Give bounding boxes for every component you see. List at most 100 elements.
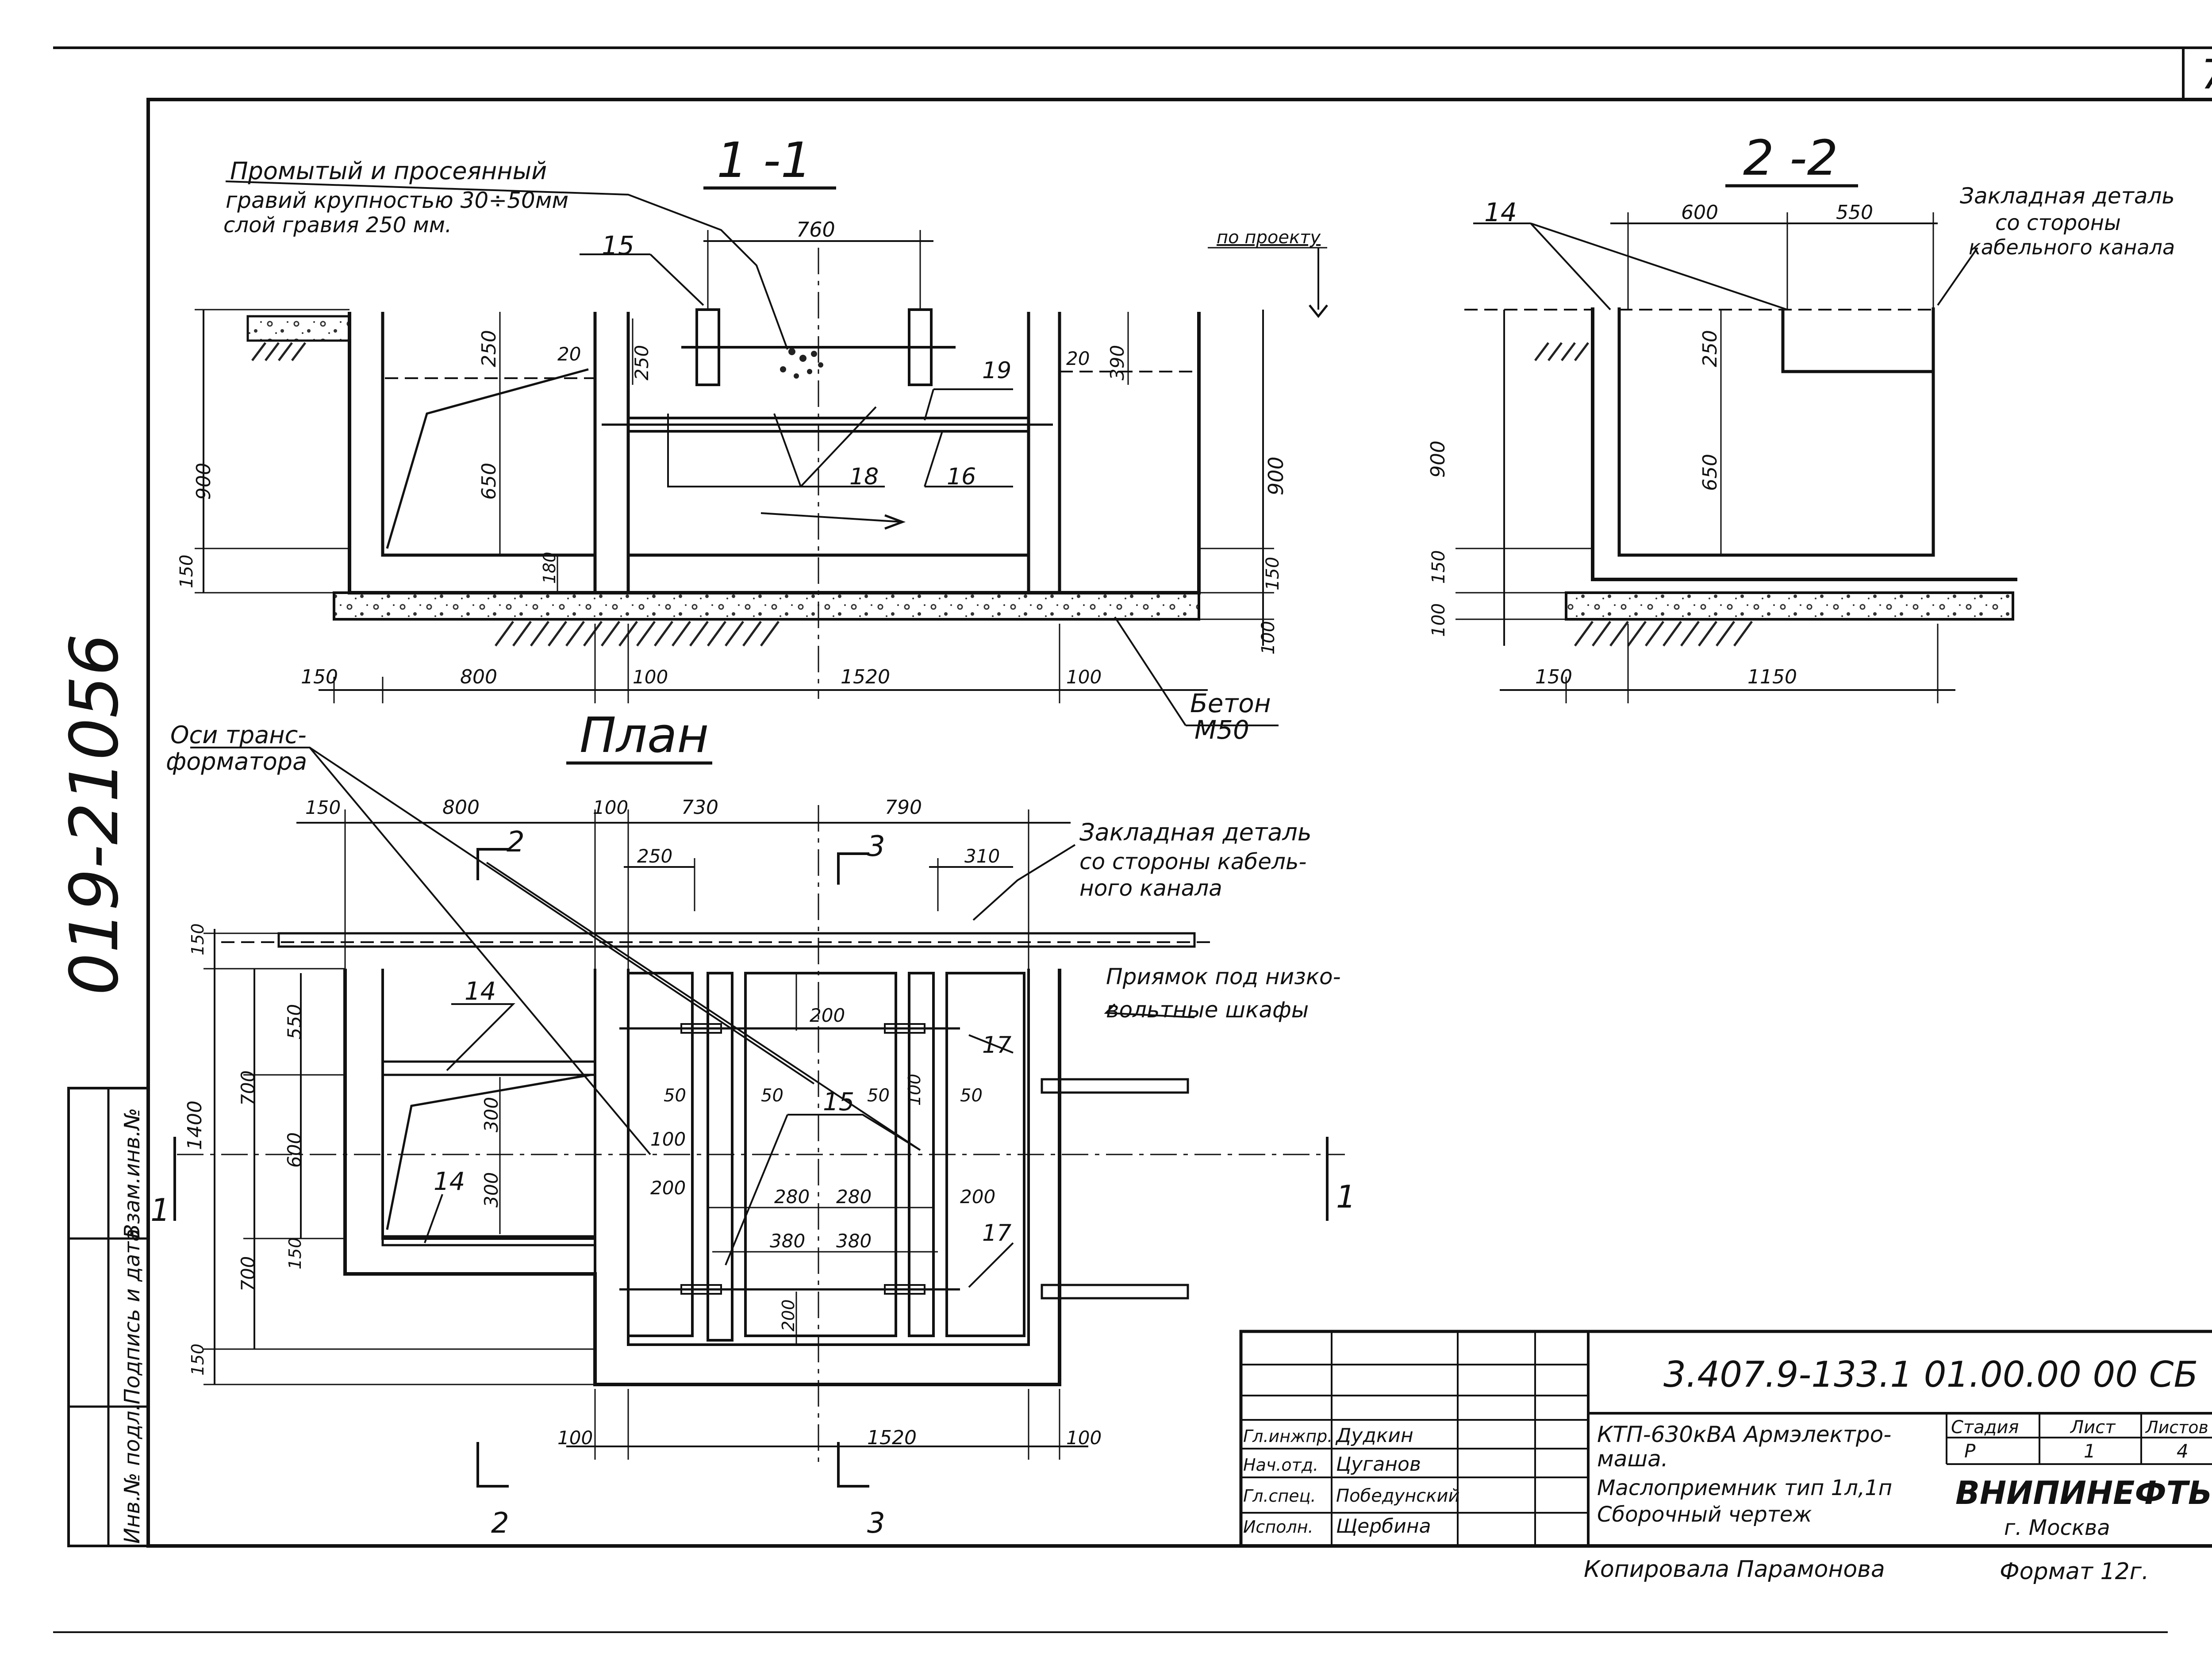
dim-100-bottom-left: 100 bbox=[633, 666, 668, 688]
dim-plan-100: 100 bbox=[593, 797, 628, 818]
section-1-1 bbox=[195, 180, 1328, 726]
gravel-note-line3: слой гравия 250 мм. bbox=[223, 213, 452, 238]
dim-plan-50-c: 50 bbox=[867, 1085, 890, 1106]
org-name: ВНИПИНЕФТЬ bbox=[1955, 1474, 2212, 1511]
stamp-cell-signature: Подпись и дата bbox=[120, 1228, 145, 1404]
dim-100-right: 100 bbox=[1258, 621, 1279, 655]
callout-17-bottom: 17 bbox=[982, 1220, 1011, 1246]
doc-code: 3.407.9-133.1 01.00.00 00 СБ bbox=[1663, 1354, 2198, 1395]
dim-20-left: 20 bbox=[557, 343, 581, 365]
dim-150-left: 150 bbox=[177, 555, 197, 588]
stage-value: Р bbox=[1964, 1440, 1976, 1462]
dim-plan-left-150-bottom: 150 bbox=[188, 1343, 207, 1376]
dim-plan-550: 550 bbox=[284, 1004, 305, 1039]
description-line4: Сборочный чертеж bbox=[1597, 1502, 1812, 1527]
gravel-note-line1: Промытый и просеянный bbox=[230, 157, 547, 185]
dim-150-right: 150 bbox=[1263, 557, 1283, 591]
dim-1520-bottom: 1520 bbox=[841, 666, 890, 688]
dim-100-2: 100 bbox=[1429, 603, 1449, 637]
concrete-label-2: М50 bbox=[1194, 715, 1249, 745]
section-2-2 bbox=[1455, 212, 2017, 703]
dim-plan-310: 310 bbox=[964, 845, 1000, 867]
dim-plan-50-b: 50 bbox=[761, 1085, 783, 1106]
dim-plan-1520: 1520 bbox=[867, 1427, 917, 1449]
dim-250-left: 250 bbox=[478, 330, 500, 367]
section-2-2-title: 2 -2 bbox=[1743, 130, 1838, 186]
dim-900-right: 900 bbox=[1264, 456, 1288, 495]
description-line3: Маслоприемник тип 1л,1п bbox=[1597, 1476, 1892, 1500]
dim-plan-200-top: 200 bbox=[810, 1005, 845, 1026]
sheets-value: 4 bbox=[2177, 1440, 2189, 1462]
gravel-note-line2: гравий крупностью 30÷50мм bbox=[226, 188, 568, 213]
dim-760: 760 bbox=[796, 218, 835, 242]
role-4: Исполн. bbox=[1243, 1517, 1313, 1537]
by-project-label: по проекту bbox=[1217, 227, 1321, 248]
dim-plan-1400: 1400 bbox=[184, 1101, 206, 1150]
callout-15-plan: 15 bbox=[823, 1088, 854, 1116]
dim-plan-300-bottom: 300 bbox=[480, 1172, 502, 1208]
dim-plan-150: 150 bbox=[305, 797, 341, 818]
section-mark-3-top: 3 bbox=[867, 830, 885, 863]
plan-title: План bbox=[580, 707, 709, 763]
section-mark-2-top: 2 bbox=[507, 826, 525, 859]
embedded-note-2-line2: со стороны bbox=[1995, 211, 2121, 235]
sheet-number: 7 bbox=[2201, 51, 2212, 98]
dim-plan-280-left: 280 bbox=[774, 1186, 810, 1208]
stamp-cell-replace: Взам.инв.№ bbox=[120, 1108, 145, 1239]
dim-250-2: 250 bbox=[1699, 330, 1721, 367]
embedded-note-plan-line1: Закладная деталь bbox=[1079, 818, 1312, 846]
embedded-note-2-line3: кабельного канала bbox=[1969, 235, 2175, 259]
sheet-header: Лист bbox=[2070, 1417, 2116, 1438]
dim-plan-200-left: 200 bbox=[650, 1177, 686, 1199]
description-line2: маша. bbox=[1597, 1446, 1668, 1472]
role-1: Гл.инжпр. bbox=[1243, 1427, 1333, 1446]
dim-plan-380-right: 380 bbox=[836, 1230, 872, 1252]
axes-note-line2: форматора bbox=[166, 748, 307, 775]
dim-900-2: 900 bbox=[1427, 441, 1449, 478]
side-stamp bbox=[67, 1087, 150, 1547]
callout-15-section: 15 bbox=[602, 230, 634, 261]
dim-180: 180 bbox=[540, 552, 559, 584]
format-label: Формат 12г. bbox=[2000, 1558, 2149, 1585]
sheet-value: 1 bbox=[2084, 1440, 2096, 1462]
stage-header: Стадия bbox=[1951, 1417, 2019, 1438]
stamp-cell-inventory: Инв.№ подл. bbox=[120, 1404, 145, 1544]
name-3: Победунский bbox=[1336, 1486, 1459, 1506]
callout-18: 18 bbox=[849, 464, 879, 490]
dim-plan-100-right: 100 bbox=[905, 1074, 924, 1106]
dim-plan-700-bottom: 700 bbox=[237, 1256, 259, 1292]
role-2: Нач.отд. bbox=[1243, 1455, 1318, 1475]
dim-600: 600 bbox=[1681, 201, 1718, 224]
role-3: Гл.спец. bbox=[1243, 1486, 1316, 1506]
description-line1: КТП-630кВА Армэлектро- bbox=[1597, 1422, 1891, 1447]
embedded-note-2-line1: Закладная деталь bbox=[1960, 183, 2175, 209]
embedded-note-plan-line3: ного канала bbox=[1079, 875, 1222, 901]
section-mark-1-right: 1 bbox=[1336, 1179, 1356, 1215]
dim-plan-300-top: 300 bbox=[480, 1097, 502, 1132]
dim-plan-380-left: 380 bbox=[770, 1230, 805, 1252]
callout-17-top: 17 bbox=[982, 1032, 1011, 1058]
callout-19: 19 bbox=[982, 357, 1011, 384]
embedded-note-plan-line2: со стороны кабель- bbox=[1079, 849, 1306, 874]
section-mark-2-bottom: 2 bbox=[491, 1507, 509, 1540]
dim-plan-250: 250 bbox=[637, 845, 672, 867]
pit-note-line1: Приямок под низко- bbox=[1106, 964, 1341, 989]
callout-16: 16 bbox=[947, 464, 976, 490]
dim-plan-100-inner: 100 bbox=[650, 1128, 686, 1150]
sheets-header: Листов bbox=[2145, 1418, 2208, 1437]
dim-plan-100-bottom-right: 100 bbox=[1066, 1427, 1102, 1449]
concrete-label-1: Бетон bbox=[1190, 688, 1271, 718]
callout-14-plan-top: 14 bbox=[465, 977, 496, 1006]
dim-150-bottom: 150 bbox=[301, 666, 338, 688]
dim-900-left: 900 bbox=[192, 463, 215, 500]
dim-plan-100-bottom-left: 100 bbox=[557, 1427, 593, 1449]
dim-plan-730: 730 bbox=[681, 796, 718, 819]
sheet-frame bbox=[146, 98, 2212, 1548]
dim-550: 550 bbox=[1836, 201, 1873, 224]
dim-250-grate: 250 bbox=[631, 345, 653, 380]
dim-plan-790: 790 bbox=[885, 796, 922, 819]
pit-note-line2: вольтные шкафы bbox=[1106, 997, 1309, 1023]
callout-14-plan-bottom: 14 bbox=[434, 1167, 465, 1196]
dim-plan-700-top: 700 bbox=[237, 1070, 259, 1106]
dim-plan-50-d: 50 bbox=[960, 1085, 983, 1106]
